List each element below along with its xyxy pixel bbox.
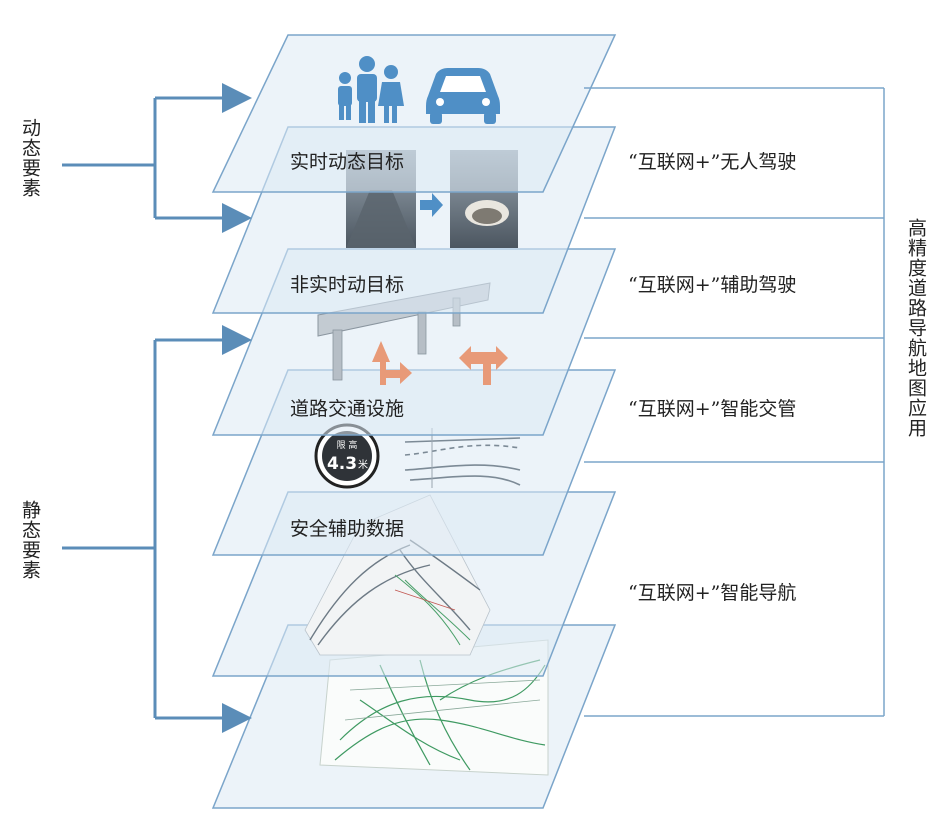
turn-right-arrow-icon [372,341,412,385]
app-label-navigation: “互联网+”智能导航 [628,582,797,604]
height-sign-top: 限 高 [337,439,358,451]
app-label-assisted: “互联网+”辅助驾驶 [628,274,797,296]
app-label-autonomous: “互联网+”无人驾驶 [628,151,797,173]
pedestrians-icon [338,56,404,123]
right-connector-lines [584,87,885,717]
static-bracket [62,325,252,733]
road-arrow-icon [420,193,443,217]
layer-plane-0 [211,34,617,193]
turn-left-right-arrow-icon [459,346,508,385]
dynamic-bracket [62,83,252,233]
height-sign-unit: 米 [358,458,368,471]
layer-label-safety-data: 安全辅助数据 [290,518,405,540]
height-sign-value: 4.3 [327,454,357,474]
dynamic-elements-label: 动态要素 [19,118,41,198]
layer-label-realtime-dynamic: 实时动态目标 [290,151,405,173]
app-label-traffic-management: “互联网+”智能交管 [628,398,797,420]
layer-label-traffic-facilities: 道路交通设施 [290,398,405,420]
hd-map-application-title: 高精度道路导航地图应用 [905,218,927,438]
static-elements-label: 静态要素 [19,500,41,580]
lane-lines-icon [404,428,521,488]
car-icon [426,68,500,124]
layer-label-nonrealtime: 非实时动目标 [290,274,405,296]
